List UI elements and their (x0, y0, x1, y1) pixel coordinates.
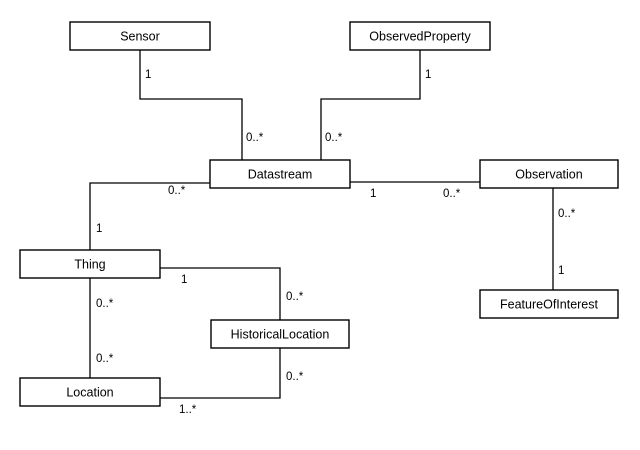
multiplicity-label: 1 (181, 274, 187, 286)
class-box-featureofinterest[interactable]: FeatureOfInterest (479, 289, 619, 319)
class-box-label: Sensor (120, 29, 160, 43)
class-box-observation[interactable]: Observation (479, 159, 619, 189)
class-box-label: HistoricalLocation (231, 327, 330, 341)
class-box-observedproperty[interactable]: ObservedProperty (349, 21, 491, 51)
multiplicity-label: 1 (558, 265, 564, 277)
multiplicity-label: 0..* (96, 298, 114, 310)
association-thing-historicallocation (159, 267, 281, 321)
association-line (159, 267, 281, 321)
multiplicity-label: 0..* (325, 132, 343, 144)
multiplicity-label: 1..* (179, 404, 197, 416)
multiplicity-label: 0..* (443, 188, 461, 200)
class-box-rect[interactable] (479, 289, 619, 319)
multiplicity-label: 0..* (558, 208, 576, 220)
association-observedproperty-datastream (320, 49, 421, 161)
class-box-rect[interactable] (19, 377, 161, 407)
multiplicity-label: 0..* (246, 132, 264, 144)
association-line (139, 49, 243, 161)
class-box-location[interactable]: Location (19, 377, 161, 407)
class-box-label: Thing (74, 257, 105, 271)
multiplicity-layer: 1 0..* 1 0..* 1 0..* 0..* 1 1 0..* 0..* 0..* 1 0..* 0.… (96, 69, 576, 416)
class-box-datastream[interactable]: Datastream (209, 159, 351, 189)
class-box-rect[interactable] (349, 21, 491, 51)
class-box-label: Location (66, 385, 113, 399)
class-box-rect[interactable] (479, 159, 619, 189)
association-sensor-datastream (139, 49, 243, 161)
class-box-rect[interactable] (210, 319, 350, 349)
class-box-rect[interactable] (19, 249, 161, 279)
class-box-label: FeatureOfInterest (500, 297, 598, 311)
multiplicity-label: 0..* (168, 185, 186, 197)
association-line (159, 347, 281, 399)
class-box-rect[interactable] (209, 159, 351, 189)
class-box-sensor[interactable]: Sensor (69, 21, 211, 51)
association-thing-datastream (89, 182, 211, 251)
multiplicity-label: 1 (96, 223, 102, 235)
association-historicallocation-location (159, 347, 281, 399)
multiplicity-label: 1 (425, 69, 431, 81)
class-box-label: Observation (515, 167, 582, 181)
associations-layer (89, 49, 554, 399)
class-box-thing[interactable]: Thing (19, 249, 161, 279)
class-box-label: ObservedProperty (369, 29, 471, 43)
multiplicity-label: 1 (145, 69, 151, 81)
multiplicity-label: 0..* (286, 291, 304, 303)
association-line (320, 49, 421, 161)
class-box-label: Datastream (248, 167, 313, 181)
class-box-historicallocation[interactable]: HistoricalLocation (210, 319, 350, 349)
multiplicity-label: 1 (370, 188, 376, 200)
class-box-rect[interactable] (69, 21, 211, 51)
multiplicity-label: 0..* (96, 353, 114, 365)
multiplicity-label: 0..* (286, 371, 304, 383)
association-line (89, 182, 211, 251)
